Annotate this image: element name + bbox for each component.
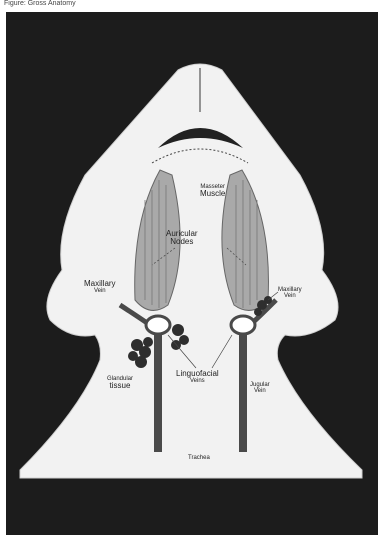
label-glandular-tissue: Glandular tissue [107,376,133,391]
label-masseter-muscle: Masseter Muscle [200,184,225,199]
label-auricular-nodes: Auricular Nodes [166,230,198,247]
label-linguofacial-veins: Linguofacial Veins [176,370,219,385]
label-maxillary-vein-left: Maxillary Vein [84,280,116,295]
label-maxillary-vein-right: Maxillary Vein [278,287,302,300]
head-silhouette [20,64,362,478]
label-trachea: Trachea [188,455,210,461]
label-jugular-vein: Jugular Vein [250,382,270,395]
